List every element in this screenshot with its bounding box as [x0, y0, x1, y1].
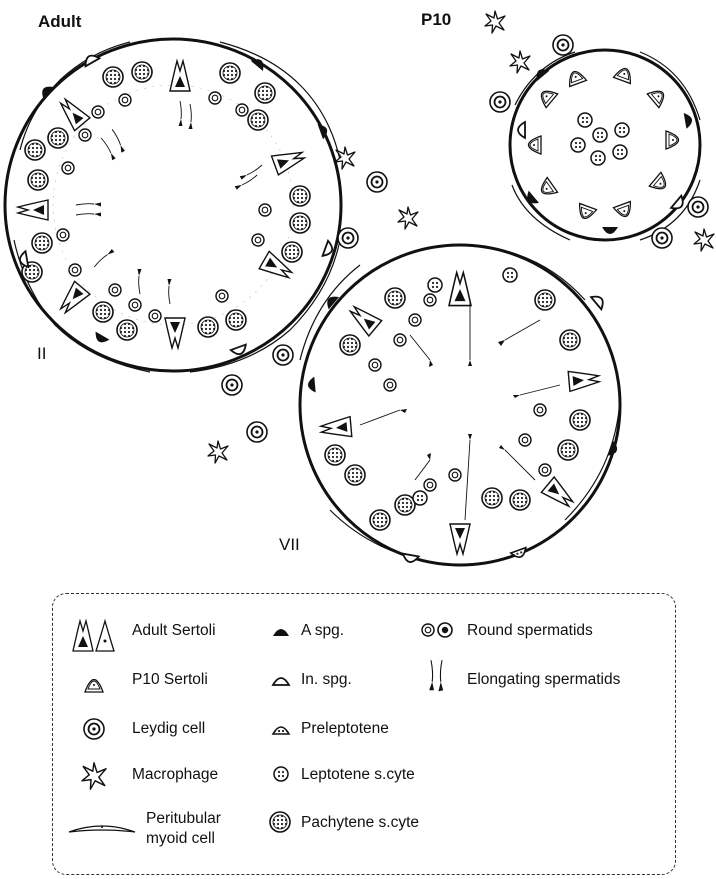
legend-label-preleptotene: Preleptotene [301, 720, 389, 737]
p10-label: P10 [421, 10, 452, 29]
legend-label-in-spg: In. spg. [301, 671, 352, 688]
adult-tubule-stage-ii [3, 37, 343, 373]
legend-label-macrophage: Macrophage [132, 766, 219, 783]
leptotene-scyte-icon [273, 766, 289, 782]
legend-label-peritubular-2: myoid cell [146, 830, 215, 847]
adult-sertoli-icon [72, 618, 115, 652]
p10-tubule [508, 48, 702, 242]
legend-label-peritubular-1: Peritubular [146, 810, 221, 827]
legend-label-elongating-spermatids: Elongating spermatids [467, 671, 621, 688]
legend-label-leptotene: Leptotene s.cyte [301, 766, 415, 783]
in-spg-icon [271, 677, 291, 686]
pachytene-scyte-icon [269, 811, 291, 833]
legend-label-round-spermatids: Round spermatids [467, 622, 593, 639]
preleptotene-icon [271, 726, 291, 735]
peritubular-myoid-cell-icon [68, 825, 136, 833]
adult-label: Adult [38, 12, 82, 31]
legend: Adult Sertoli P10 Sertoli Leydig cell Ma… [52, 593, 676, 875]
macrophage-icon [81, 762, 107, 790]
legend-label-adult-sertoli: Adult Sertoli [132, 622, 216, 639]
tubule-illustration [3, 10, 715, 567]
legend-label-leydig: Leydig cell [132, 720, 206, 737]
stage-vii-label: VII [279, 535, 300, 554]
p10-sertoli-icon [84, 678, 104, 693]
round-spermatids-icon [421, 622, 453, 638]
a-spg-icon [273, 629, 289, 636]
legend-label-a-spg: A spg. [301, 622, 345, 639]
leydig-cell-icon [83, 718, 105, 740]
elongating-spermatids-icon [429, 660, 444, 692]
adult-tubule-stage-vii [298, 243, 622, 567]
legend-label-pachytene: Pachytene s.cyte [301, 814, 420, 831]
legend-label-p10-sertoli: P10 Sertoli [132, 671, 208, 688]
stage-ii-label: II [37, 344, 47, 363]
